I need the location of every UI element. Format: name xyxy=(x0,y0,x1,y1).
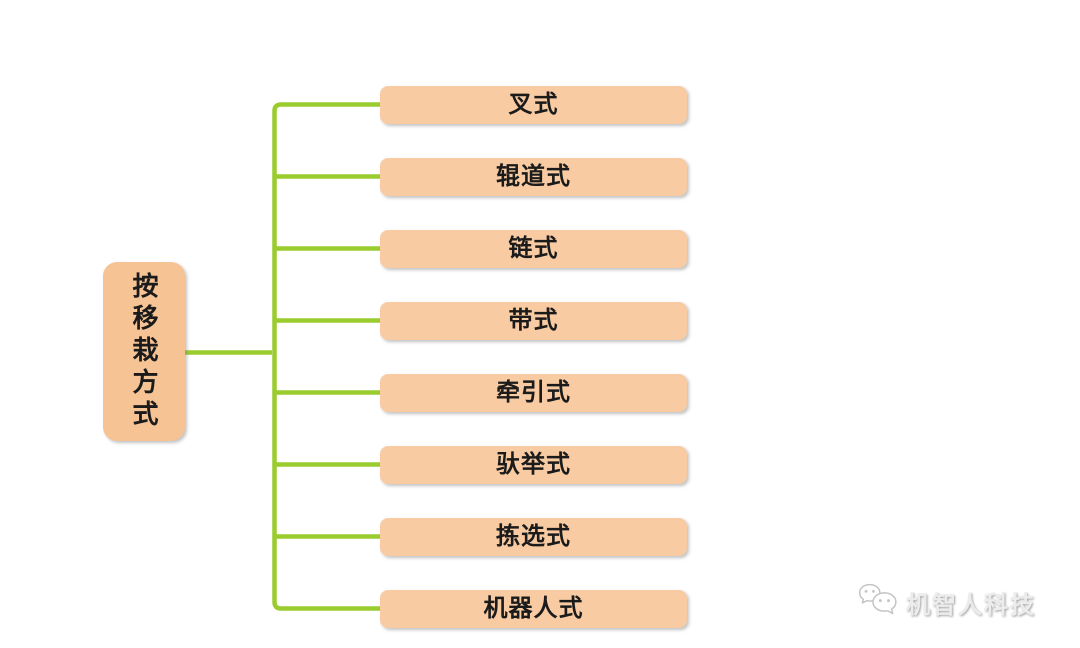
child-node-label: 机器人式 xyxy=(483,595,584,622)
child-node-roller: 辊道式 xyxy=(380,158,687,196)
watermark-text: 机智人科技 xyxy=(906,591,1036,619)
child-node-label: 带式 xyxy=(508,307,559,334)
child-node-belt: 带式 xyxy=(380,302,687,340)
child-node-picking: 拣选式 xyxy=(380,518,687,556)
root-node: 按移栽方式 xyxy=(103,262,185,441)
child-node-label: 叉式 xyxy=(508,91,559,118)
child-node-label: 链式 xyxy=(508,235,559,262)
child-node-traction: 牵引式 xyxy=(380,374,687,412)
connector-trunk xyxy=(272,102,381,611)
child-node-label: 辊道式 xyxy=(496,163,571,190)
root-node-label: 按移栽方式 xyxy=(129,271,159,432)
child-node-chain: 链式 xyxy=(380,230,687,268)
child-node-label: 牵引式 xyxy=(496,379,571,406)
child-node-fork: 叉式 xyxy=(380,86,687,124)
child-node-label: 驮举式 xyxy=(496,451,571,478)
child-node-label: 拣选式 xyxy=(496,523,571,550)
child-node-robot: 机器人式 xyxy=(380,590,687,628)
watermark: 机智人科技 xyxy=(856,580,1036,624)
child-node-carry-lift: 驮举式 xyxy=(380,446,687,484)
wechat-icon xyxy=(858,583,897,615)
